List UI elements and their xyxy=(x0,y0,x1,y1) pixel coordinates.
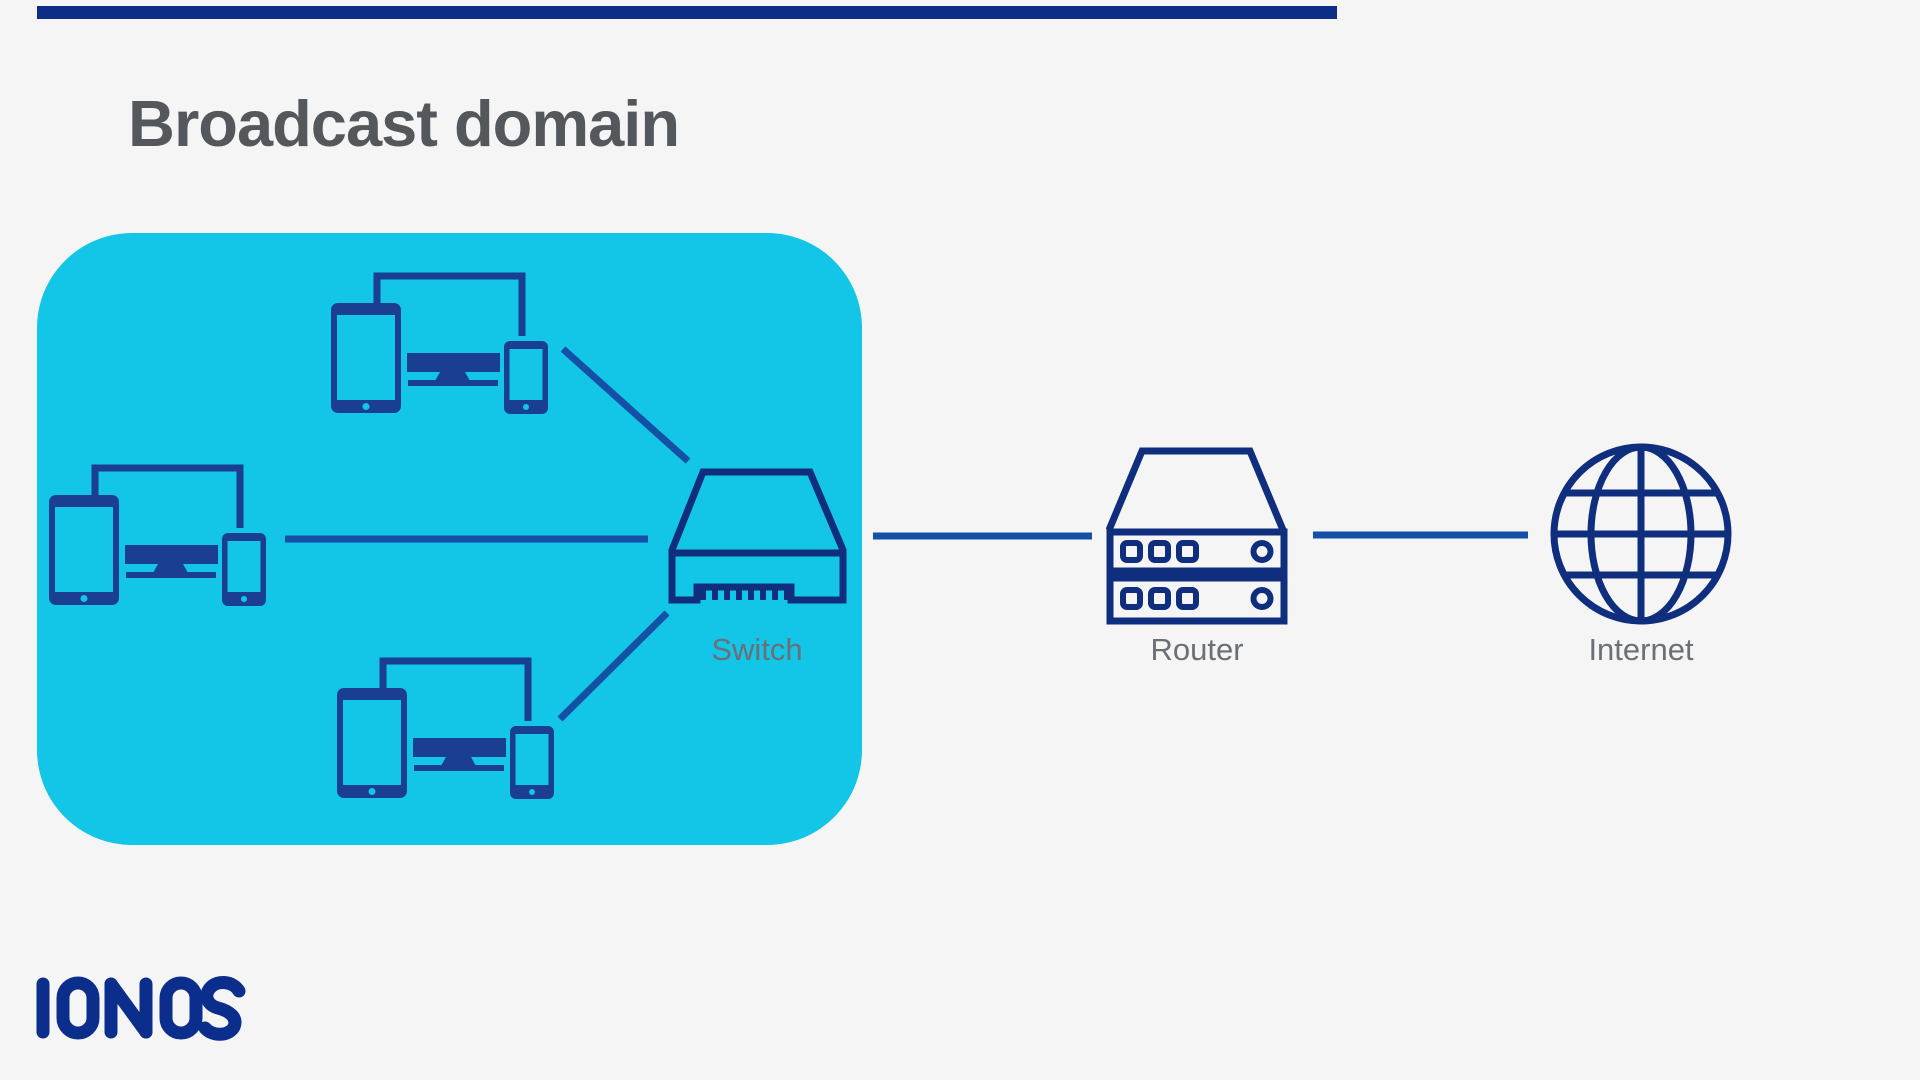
router-label: Router xyxy=(1150,632,1244,667)
switch-icon xyxy=(668,468,847,604)
ionos-logo xyxy=(36,976,246,1041)
ionos-logo-letters xyxy=(36,976,246,1041)
router-icon xyxy=(1105,447,1288,625)
internet-label: Internet xyxy=(1588,632,1694,667)
top-accent-bar xyxy=(37,6,1337,19)
page-title: Broadcast domain xyxy=(128,87,680,160)
link-cluster-bottom-switch xyxy=(557,610,670,722)
switch-label: Switch xyxy=(711,632,803,667)
globe-icon xyxy=(1550,443,1732,625)
switch-ports xyxy=(700,584,790,600)
link-cluster-top-switch xyxy=(560,346,691,464)
